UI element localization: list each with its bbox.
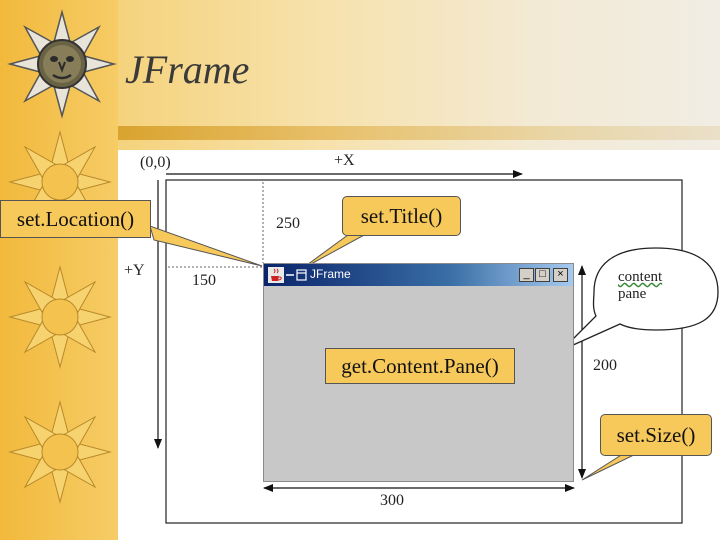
slide-title: JFrame (125, 47, 250, 92)
origin-label: (0,0) (140, 154, 171, 171)
sun-decoration-icon (8, 265, 112, 369)
location-x-value: 250 (276, 215, 300, 232)
set-title-callout: set.Title() (342, 196, 461, 236)
sun-face-icon (7, 9, 117, 119)
location-y-value: 150 (192, 272, 216, 289)
set-location-pointer (149, 225, 263, 267)
height-value: 200 (593, 357, 617, 374)
screen-border (165, 179, 683, 524)
width-value: 300 (380, 492, 404, 509)
window-title: JFrame (310, 267, 351, 281)
content-pane-bubble-text: content pane (618, 269, 662, 303)
title-rule (118, 126, 720, 140)
y-axis-label: +Y (124, 262, 145, 279)
set-size-pointer (581, 451, 641, 481)
sun-decoration-icon (8, 400, 112, 504)
set-size-callout: set.Size() (600, 414, 712, 456)
java-cup-icon (268, 267, 284, 283)
set-location-callout: set.Location() (0, 200, 151, 238)
maximize-button[interactable]: □ (535, 268, 550, 282)
window-titlebar[interactable]: JFrame _ □ × (264, 264, 573, 286)
jframe-window: JFrame _ □ × (263, 263, 574, 482)
content-pane-bubble (561, 247, 719, 351)
close-button[interactable]: × (553, 268, 568, 282)
window-menu-icon (286, 269, 307, 281)
minimize-button[interactable]: _ (519, 268, 534, 282)
x-axis-label: +X (334, 152, 355, 169)
get-content-pane-callout: get.Content.Pane() (325, 348, 515, 384)
bubble-line-2: pane (618, 286, 647, 302)
bubble-line-1: content (618, 269, 663, 285)
